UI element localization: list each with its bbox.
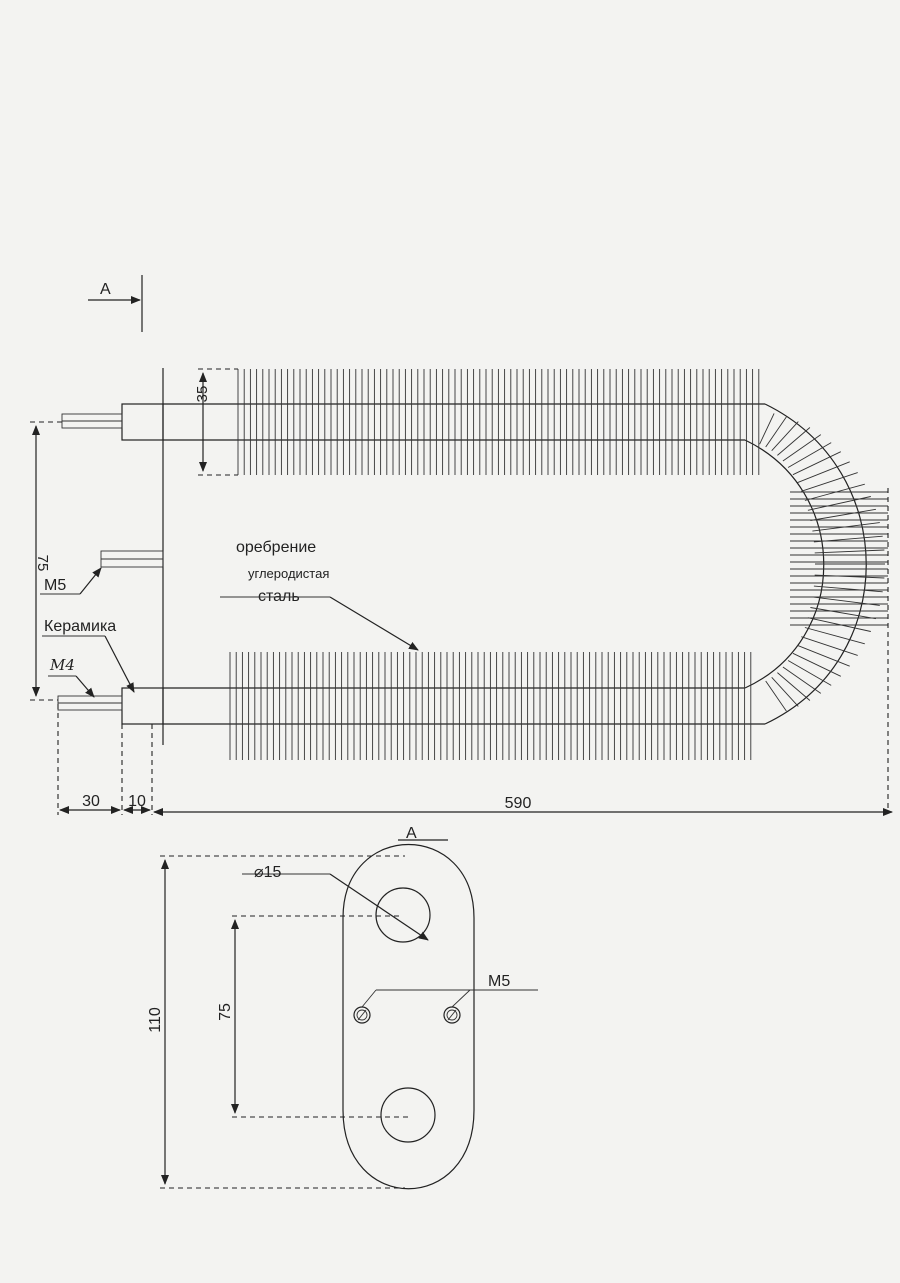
tube-bend-outer	[764, 403, 867, 725]
bottom-ceramic	[121, 687, 164, 725]
fins-top	[237, 369, 760, 475]
flange-outline	[342, 844, 475, 1190]
fin	[810, 607, 876, 620]
dim-35-label: 35	[194, 386, 211, 403]
fin	[810, 508, 876, 521]
dim-fin-height: 35	[194, 368, 238, 476]
svg-text:М4: М4	[49, 656, 75, 674]
finning-line1: оребрение	[236, 539, 316, 556]
dim-75-label: 75	[34, 555, 51, 572]
finning-line3: сталь	[258, 588, 300, 605]
fin	[792, 451, 841, 476]
fin	[771, 676, 799, 707]
section-view-a: А ⌀15 М5 110	[147, 825, 538, 1190]
section-label-view: А	[406, 825, 417, 842]
section-mark-top: А	[88, 275, 143, 332]
flange-hole-bottom	[380, 1087, 436, 1143]
fin	[759, 413, 775, 445]
fin	[804, 627, 865, 645]
m5-hole-left	[353, 1006, 371, 1024]
fin	[777, 427, 811, 456]
fin	[765, 680, 787, 712]
fin	[801, 472, 858, 492]
label-finning: оребрение углеродистая сталь	[220, 539, 419, 651]
label-ceramic: Керамика	[42, 618, 135, 693]
fins-bend	[759, 413, 888, 712]
fin	[797, 644, 850, 667]
finning-line2: углеродистая	[248, 566, 329, 581]
fin	[782, 434, 822, 462]
flange-hole-top	[375, 887, 431, 943]
dim-flange-75-label: 75	[217, 1003, 234, 1021]
label-m4: М4	[48, 656, 95, 698]
fin	[777, 672, 811, 701]
m5-hole-right	[443, 1006, 461, 1024]
fin	[792, 652, 841, 677]
dim-110-label: 110	[147, 1007, 164, 1033]
dim-10-label: 10	[128, 793, 146, 810]
top-ceramic	[121, 403, 164, 441]
fin	[814, 574, 885, 579]
fin	[787, 660, 832, 686]
fin	[797, 461, 850, 484]
svg-text:М5: М5	[44, 577, 66, 594]
hole-diameter-label: ⌀15	[254, 864, 282, 881]
tube-bend-inner	[744, 439, 825, 689]
fin	[787, 442, 832, 468]
fin	[801, 636, 858, 656]
section-label-top: А	[100, 281, 111, 298]
dim-590-label: 590	[505, 795, 532, 812]
fin	[814, 549, 885, 554]
fin	[782, 666, 822, 694]
dim-30-label: 30	[82, 793, 100, 810]
fin	[771, 421, 799, 452]
dim-horizontal: 30 10 590	[57, 488, 893, 816]
fins-bottom	[229, 652, 752, 760]
svg-text:Керамика: Керамика	[44, 618, 116, 635]
label-m5-top: М5	[40, 567, 102, 595]
fin	[813, 585, 883, 593]
heater-front-view	[57, 368, 888, 760]
flange-m5-label: М5	[488, 973, 510, 990]
dim-electrode-spacing: 75	[30, 421, 62, 701]
fin	[765, 416, 787, 448]
